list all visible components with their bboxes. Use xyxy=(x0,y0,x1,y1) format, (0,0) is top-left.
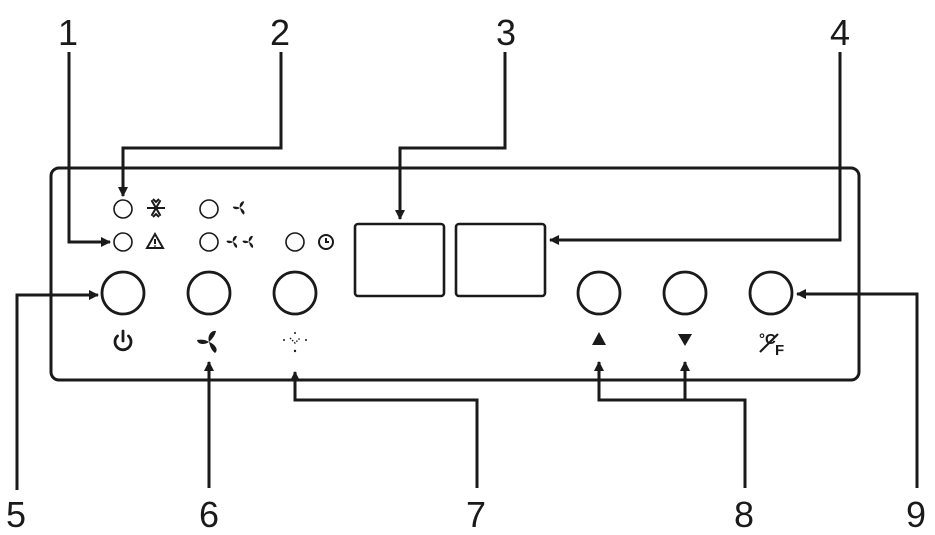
power-button[interactable] xyxy=(100,270,146,316)
callout-8: 8 xyxy=(734,494,754,535)
callout-1: 1 xyxy=(58,12,78,53)
fan-high-indicator-light xyxy=(199,232,219,252)
callout-2-line xyxy=(118,52,283,197)
svg-text:°C: °C xyxy=(759,331,776,348)
down-arrow-icon xyxy=(678,334,692,346)
callout-4-line xyxy=(549,52,842,245)
fan-low-icon xyxy=(232,201,245,215)
callout-3: 3 xyxy=(496,12,516,53)
display-window-left xyxy=(353,222,446,298)
callout-5-line xyxy=(15,290,99,490)
warning-icon xyxy=(145,231,165,249)
fan-speed-button[interactable] xyxy=(186,270,232,316)
callout-4: 4 xyxy=(830,12,850,53)
callout-1-line xyxy=(67,52,111,247)
fan-icon xyxy=(197,330,217,353)
down-button[interactable] xyxy=(662,270,708,316)
mode-button[interactable] xyxy=(272,270,318,316)
cool-indicator-light xyxy=(113,199,133,219)
callout-7-line xyxy=(290,371,479,488)
mode-icon xyxy=(283,332,307,353)
callout-9: 9 xyxy=(906,494,926,535)
callout-3-line xyxy=(395,52,507,220)
power-icon xyxy=(113,329,133,352)
timer-indicator-light xyxy=(285,232,305,252)
svg-text:F: F xyxy=(775,342,784,359)
callout-6: 6 xyxy=(199,494,219,535)
celsius-fahrenheit-icon: °C F xyxy=(759,331,784,359)
up-arrow-icon xyxy=(592,332,606,345)
callout-9-line xyxy=(796,289,919,488)
callout-7: 7 xyxy=(466,494,486,535)
callout-lines xyxy=(15,52,919,490)
up-button[interactable] xyxy=(576,270,622,316)
timer-icon xyxy=(318,234,334,250)
snowflake-icon xyxy=(147,198,165,218)
alarm-indicator-light xyxy=(113,232,133,252)
display-window-right xyxy=(454,222,547,298)
unit-toggle-button[interactable] xyxy=(748,270,794,316)
fan-low-indicator-light xyxy=(199,199,219,219)
callout-8-line xyxy=(594,361,747,488)
fan-high-icon xyxy=(226,235,254,249)
callout-2: 2 xyxy=(270,12,290,53)
callout-5: 5 xyxy=(6,494,26,535)
